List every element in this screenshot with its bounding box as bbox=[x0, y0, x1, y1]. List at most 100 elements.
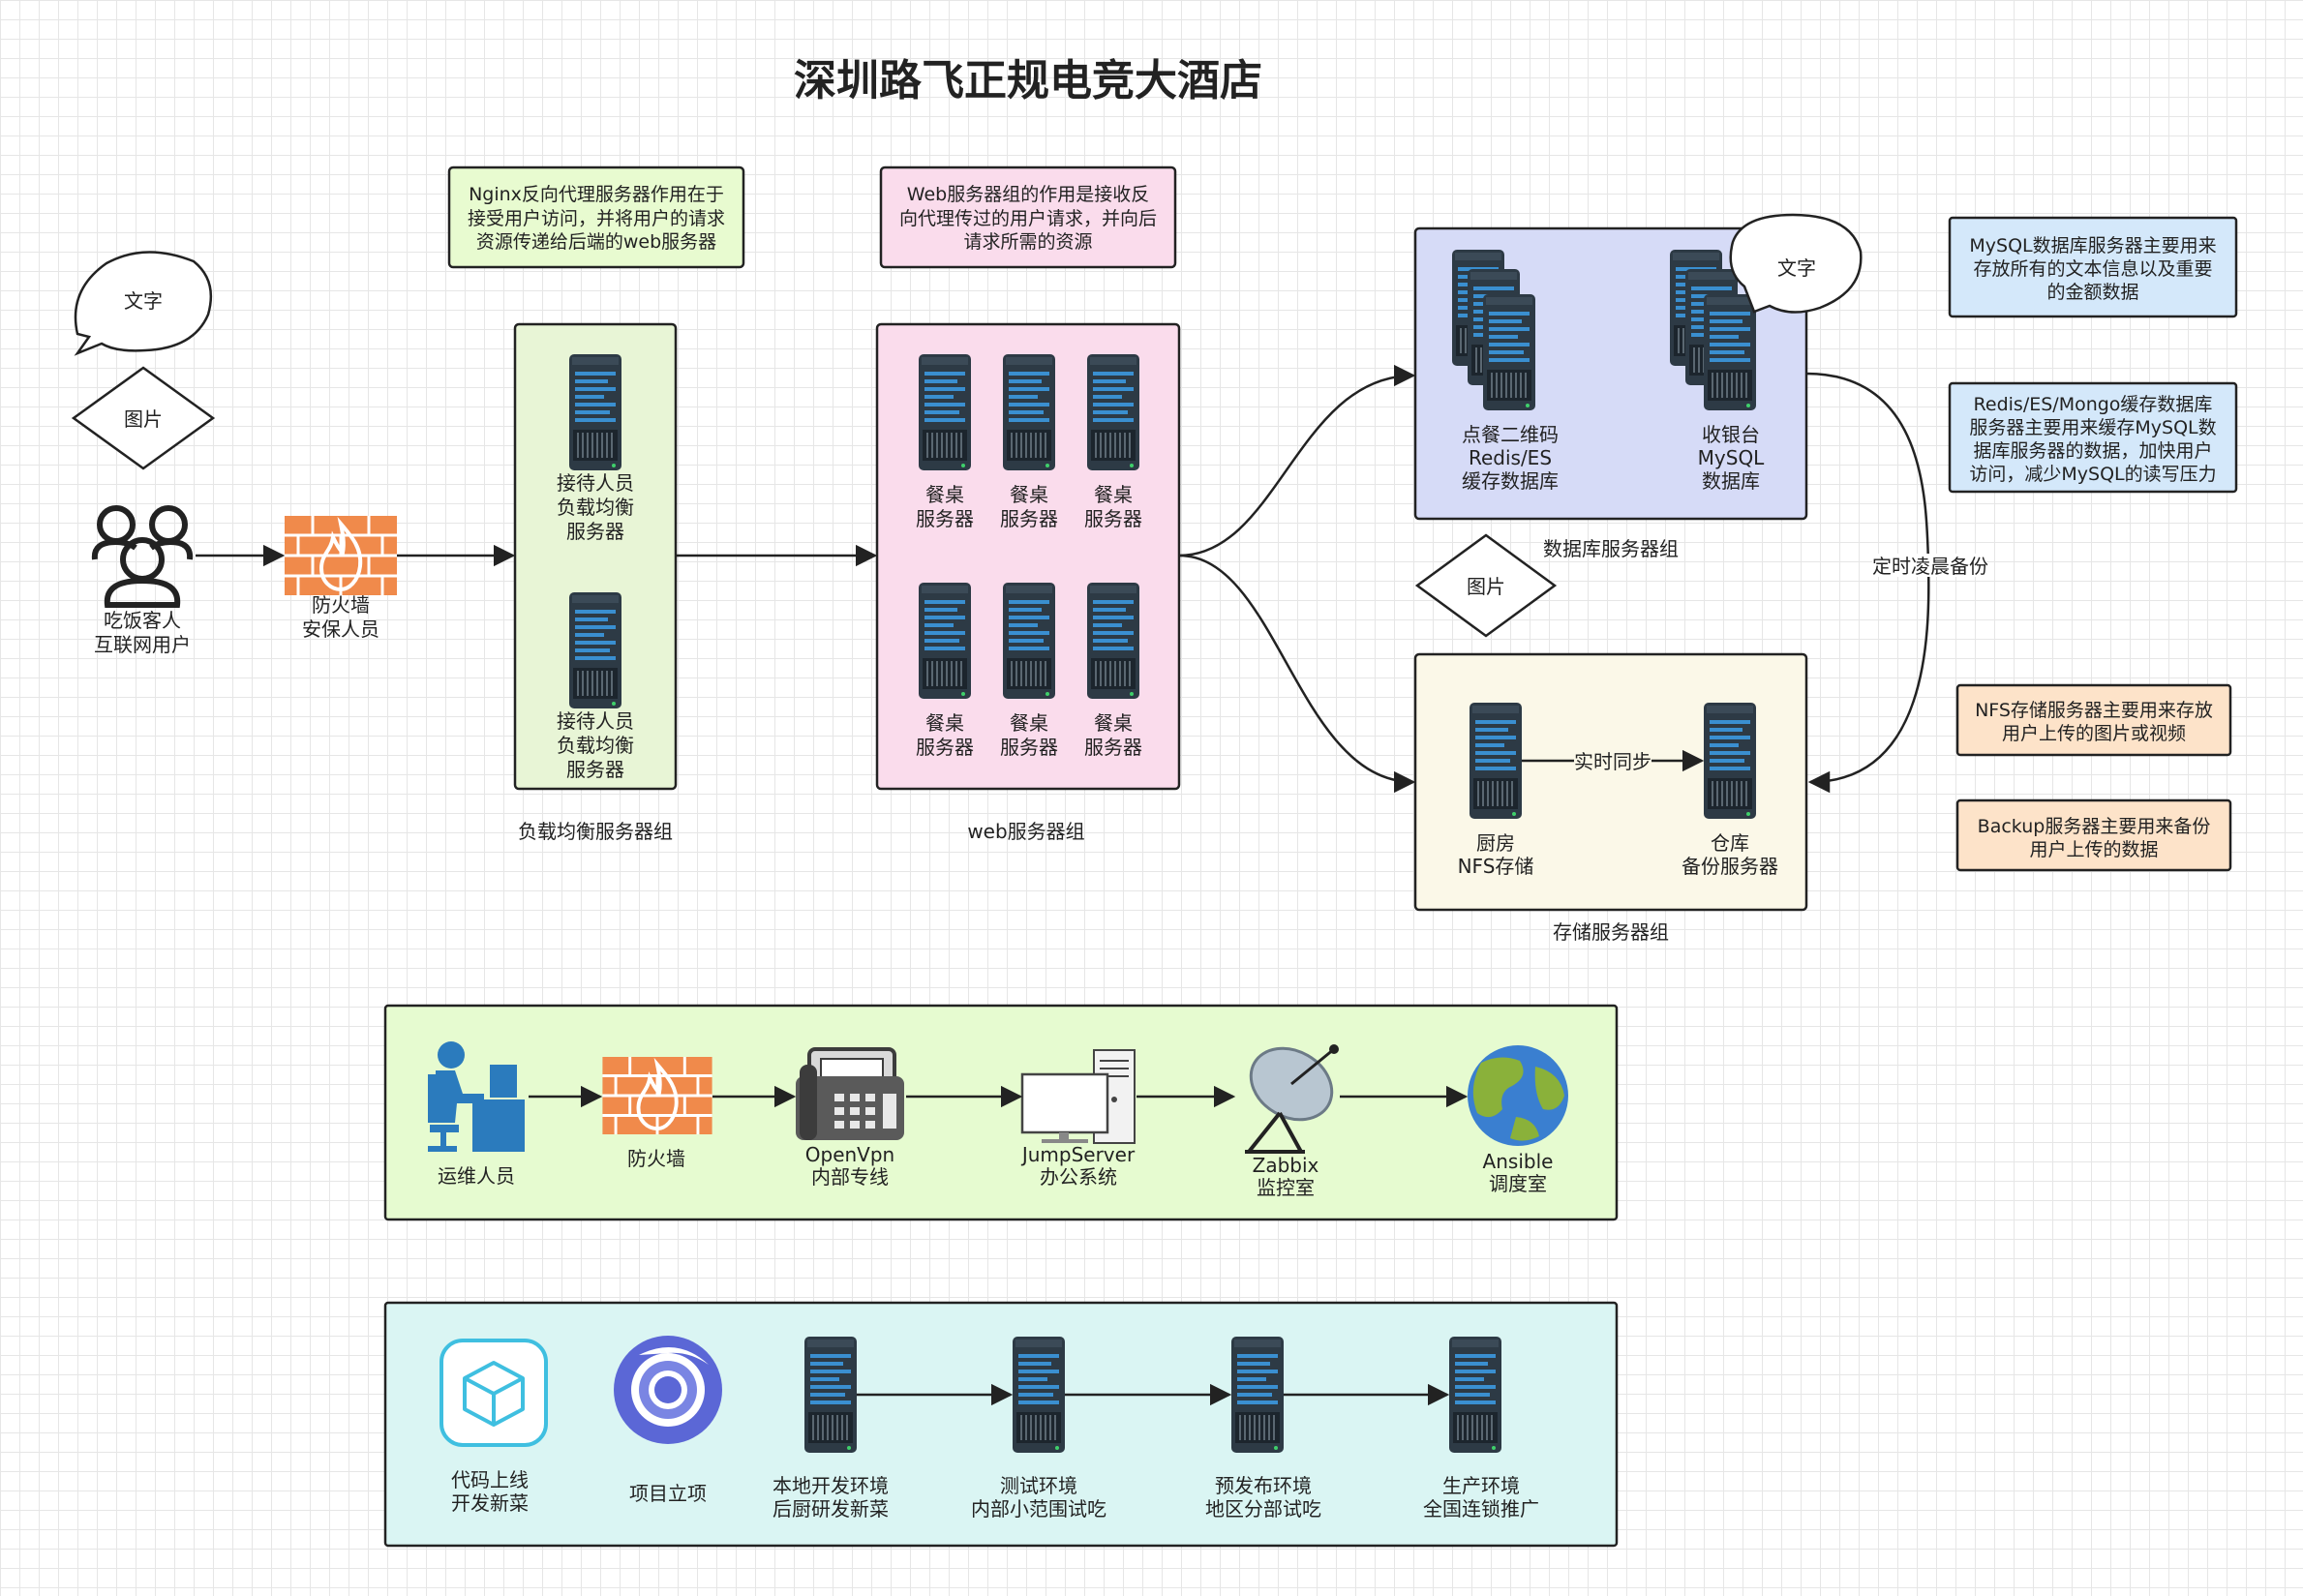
web-server-label: 服务器 bbox=[1084, 507, 1142, 530]
ops-person-icon bbox=[428, 1041, 525, 1152]
nginx-note: Nginx反向代理服务器作用在于 接受用户访问，并将用户的请求 资源传递给后端的… bbox=[447, 166, 745, 269]
db-group-caption: 数据库服务器组 bbox=[1543, 537, 1679, 560]
legend-speech-bubble: 文字 bbox=[74, 251, 213, 356]
web-note-line: Web服务器组的作用是接收反 bbox=[907, 184, 1149, 205]
firewall-label-line1: 防火墙 bbox=[312, 593, 370, 617]
nginx-note-line: 资源传递给后端的web服务器 bbox=[476, 231, 716, 253]
web-group: 餐桌 服务器 餐桌 服务器 餐桌 服务器 餐桌 服务器 餐桌 服务器 餐桌 服务… bbox=[875, 322, 1181, 791]
redis-server-icon bbox=[1483, 294, 1535, 410]
redis-note-line: Redis/ES/Mongo缓存数据库 bbox=[1974, 394, 2213, 415]
nfs-note-line: 用户上传的图片或视频 bbox=[2002, 723, 2186, 744]
dev-step-label: 本地开发环境 bbox=[773, 1474, 889, 1497]
web-note-line: 向代理传过的用户请求，并向后 bbox=[899, 208, 1157, 229]
vpn-device-icon bbox=[796, 1047, 904, 1140]
backup-server-icon bbox=[1704, 703, 1756, 819]
ops-step-label: 监控室 bbox=[1257, 1176, 1315, 1199]
storage-group-caption: 存储服务器组 bbox=[1553, 920, 1669, 944]
nfs-label: NFS存储 bbox=[1458, 855, 1534, 878]
storage-group: 实时同步 厨房 NFS存储 仓库 备份服务器 bbox=[1413, 652, 1808, 912]
dev-step-label: 全国连锁推广 bbox=[1423, 1497, 1539, 1521]
lb-server-label: 接待人员 bbox=[557, 709, 634, 733]
nfs-note: NFS存储服务器主要用来存放 用户上传的图片或视频 bbox=[1955, 683, 2232, 757]
ops-step-label: Ansible bbox=[1483, 1150, 1554, 1173]
legend-diamond: 图片 bbox=[71, 366, 216, 470]
legend-diamond-text: 图片 bbox=[124, 407, 163, 431]
web-server-label: 服务器 bbox=[916, 736, 974, 759]
web-note: Web服务器组的作用是接收反 向代理传过的用户请求，并向后 请求所需的资源 bbox=[879, 166, 1177, 269]
dev-step-label: 开发新菜 bbox=[451, 1491, 529, 1515]
project-swirl-icon bbox=[614, 1336, 722, 1444]
dev-step-label: 内部小范围试吃 bbox=[971, 1497, 1106, 1521]
zabbix-satellite-icon bbox=[1245, 1044, 1339, 1154]
nfs-label: 厨房 bbox=[1476, 831, 1515, 855]
lb-server-label: 负载均衡 bbox=[557, 734, 634, 757]
legend-bubble-text: 文字 bbox=[124, 289, 163, 313]
backup-label: 仓库 bbox=[1711, 831, 1749, 855]
web-server-label: 餐桌 bbox=[925, 711, 964, 735]
db-group: 点餐二维码 Redis/ES 缓存数据库 收银台 MySQL 数据库 bbox=[1413, 226, 1808, 521]
web-server-icon bbox=[1003, 583, 1055, 699]
dev-step-label: 项目立项 bbox=[629, 1482, 707, 1505]
web-server-label: 餐桌 bbox=[1010, 483, 1048, 506]
ansible-globe-icon bbox=[1468, 1045, 1568, 1146]
users-label-line1: 吃饭客人 bbox=[104, 609, 181, 632]
backup-label: 备份服务器 bbox=[1682, 855, 1778, 878]
mysql-note-line: 的金额数据 bbox=[2046, 282, 2138, 303]
web-server-label: 餐桌 bbox=[1094, 711, 1133, 735]
nginx-note-line: Nginx反向代理服务器作用在于 bbox=[469, 184, 724, 205]
redis-note-line: 服务器主要用来缓存MySQL数 bbox=[1969, 417, 2216, 438]
db-to-backup-arrow bbox=[1805, 372, 1930, 794]
db-diamond-text: 图片 bbox=[1467, 575, 1505, 598]
lb-server-label: 服务器 bbox=[566, 520, 624, 543]
mysql-label: MySQL bbox=[1698, 446, 1766, 469]
redis-label: Redis/ES bbox=[1469, 446, 1552, 469]
db-speech-bubble: 文字 bbox=[1729, 213, 1863, 314]
dev-step-label: 生产环境 bbox=[1442, 1474, 1520, 1497]
nfs-note-line: NFS存储服务器主要用来存放 bbox=[1975, 700, 2213, 721]
test-server-icon bbox=[1013, 1337, 1065, 1453]
package-icon bbox=[439, 1339, 548, 1447]
redis-note-line: 据库服务器的数据，加快用户 bbox=[1973, 440, 2212, 462]
sync-label: 实时同步 bbox=[1574, 750, 1651, 773]
web-server-label: 服务器 bbox=[1000, 507, 1058, 530]
dev-step-label: 代码上线 bbox=[451, 1468, 529, 1491]
ops-flow-panel: 运维人员 防火墙 OpenVpn 内部专线 JumpServer 办公系统 Za… bbox=[383, 1004, 1619, 1221]
prod-server-icon bbox=[1449, 1337, 1501, 1453]
web-group-caption: web服务器组 bbox=[967, 820, 1084, 843]
lb-server-icon bbox=[569, 592, 621, 708]
mysql-note-line: MySQL数据库服务器主要用来 bbox=[1969, 235, 2216, 256]
nginx-note-line: 接受用户访问，并将用户的请求 bbox=[468, 208, 725, 229]
web-server-icon bbox=[919, 583, 971, 699]
web-server-label: 餐桌 bbox=[1094, 483, 1133, 506]
web-server-label: 服务器 bbox=[1084, 736, 1142, 759]
redis-note: Redis/ES/Mongo缓存数据库 服务器主要用来缓存MySQL数 据库服务… bbox=[1948, 381, 2238, 494]
ops-step-label: OpenVpn bbox=[805, 1143, 894, 1166]
web-to-storage-arrow bbox=[1178, 554, 1416, 794]
web-to-db-arrow bbox=[1178, 364, 1416, 557]
dev-step-label: 测试环境 bbox=[1000, 1474, 1077, 1497]
db-diamond: 图片 bbox=[1414, 533, 1558, 638]
lb-server-icon bbox=[569, 354, 621, 470]
web-server-icon bbox=[919, 354, 971, 470]
diagram-title: 深圳路飞正规电竞大酒店 bbox=[794, 56, 1262, 105]
jumpserver-computer-icon bbox=[1020, 1049, 1136, 1144]
ops-step-label: 运维人员 bbox=[438, 1164, 515, 1188]
ops-step-label: JumpServer bbox=[1020, 1143, 1136, 1166]
ops-step-label: Zabbix bbox=[1253, 1154, 1319, 1177]
web-server-icon bbox=[1087, 354, 1139, 470]
ops-step-label: 防火墙 bbox=[627, 1147, 685, 1170]
web-note-line: 请求所需的资源 bbox=[963, 231, 1092, 253]
backup-note-line: Backup服务器主要用来备份 bbox=[1978, 816, 2211, 837]
users-icon bbox=[91, 505, 194, 608]
lb-server-label: 接待人员 bbox=[557, 471, 634, 495]
web-server-icon bbox=[1087, 583, 1139, 699]
dev-step-label: 后厨研发新菜 bbox=[773, 1497, 889, 1521]
lb-group: 接待人员 负载均衡 服务器 接待人员 负载均衡 服务器 bbox=[513, 322, 678, 791]
web-server-label: 餐桌 bbox=[1010, 711, 1048, 735]
mysql-note-line: 存放所有的文本信息以及重要 bbox=[1973, 258, 2212, 280]
ops-step-label: 内部专线 bbox=[811, 1165, 889, 1189]
lb-server-label: 负载均衡 bbox=[557, 496, 634, 519]
dev-flow-panel: 代码上线 开发新菜 项目立项 本地开发环境 后厨研发新菜 测试环境 内部小范围试… bbox=[383, 1301, 1619, 1548]
db-bubble-text: 文字 bbox=[1777, 256, 1816, 280]
